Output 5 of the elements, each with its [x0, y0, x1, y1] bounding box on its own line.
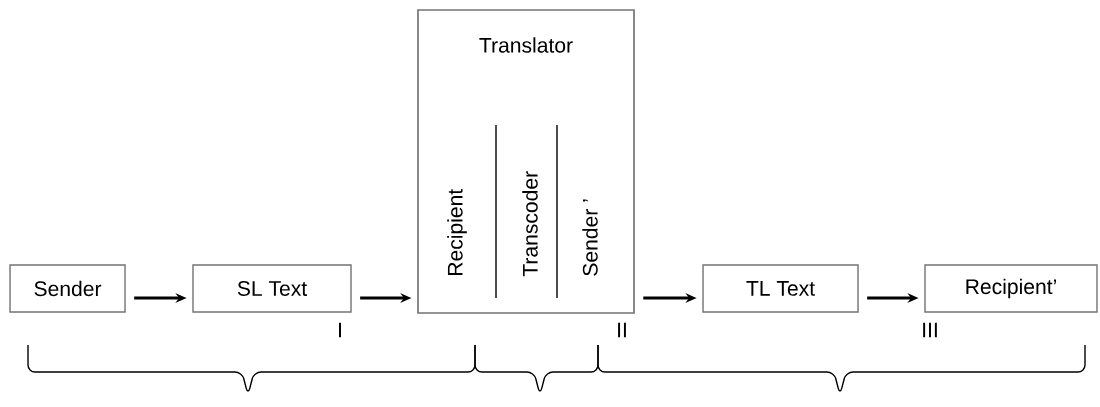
process-box: TL Text: [702, 264, 859, 313]
process-box: SL Text: [192, 264, 352, 313]
process-box: Recipient’: [924, 264, 1098, 313]
translator-box: Translator Recipient Transcoder Sender ’: [417, 9, 635, 314]
process-box: Sender: [9, 264, 126, 313]
